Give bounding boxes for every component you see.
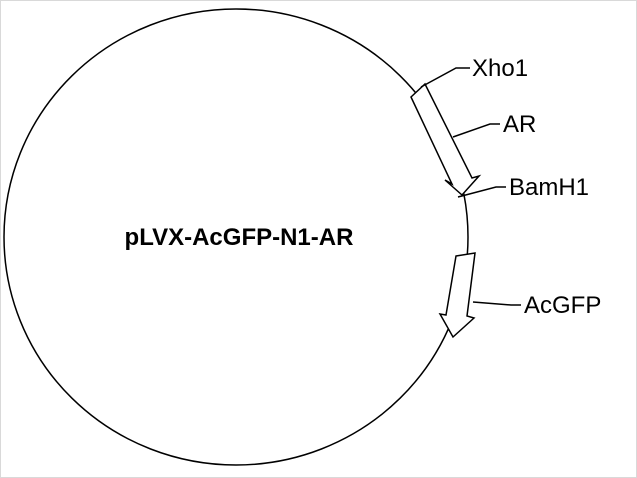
xho1-label: Xho1 (472, 55, 528, 82)
bamh1-leader-line (457, 186, 506, 198)
ar-leader-line (452, 123, 500, 138)
xho1-leader-line (420, 67, 470, 88)
plasmid-name: pLVX-AcGFP-N1-AR (125, 224, 354, 251)
ar-gene-arrow (410, 82, 482, 197)
acgfp-gene-arrow (438, 252, 476, 339)
acgfp-label: AcGFP (524, 292, 601, 319)
acgfp-leader-line (472, 301, 521, 306)
ar-label: AR (503, 111, 536, 138)
bamh1-label: BamH1 (509, 174, 589, 201)
plasmid-backbone (3, 8, 469, 466)
